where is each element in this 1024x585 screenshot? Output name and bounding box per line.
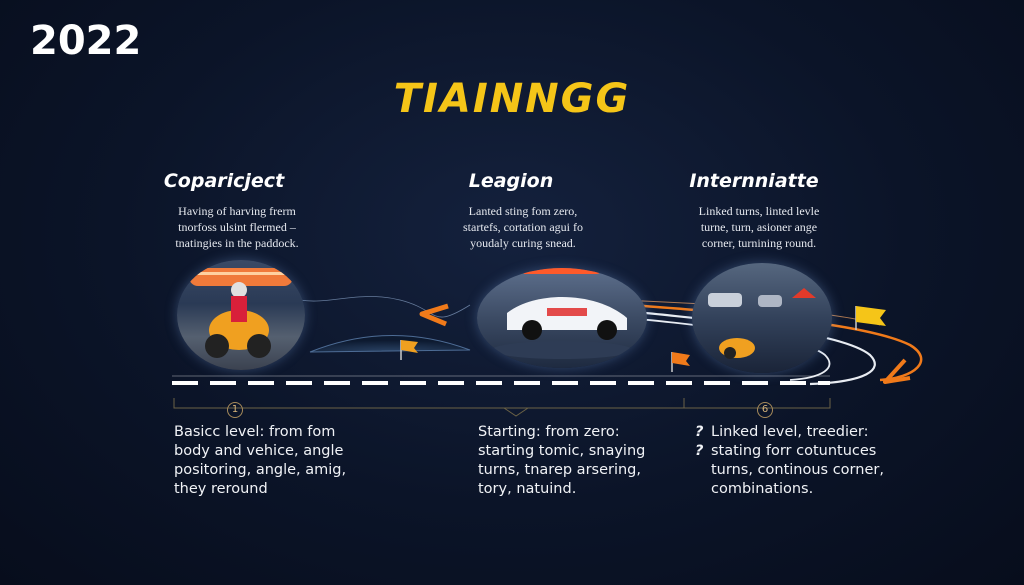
- timeline-bracket-right: [684, 398, 831, 409]
- race-car-icon: [492, 268, 632, 359]
- image-circle-track: [692, 263, 832, 373]
- timeline-marker-1: 1: [227, 402, 243, 418]
- arrow-left-icon: [419, 303, 449, 327]
- column-title-3: Internniatte: [689, 170, 819, 192]
- image-circle-race-car: [477, 268, 647, 368]
- checkered-flag-icon: [400, 340, 418, 360]
- track-curve-icon: [708, 288, 816, 359]
- checkered-flag-icon: [855, 306, 886, 330]
- bracket-notch: [503, 407, 529, 417]
- racing-line-orange: [559, 298, 923, 382]
- image-circle-motorcycle: [177, 260, 305, 370]
- checkered-flag-icon: [671, 352, 690, 372]
- question-mark-icon: ?: [695, 424, 704, 440]
- timeline-bracket: [173, 398, 685, 409]
- bottom-text-3: ?Linked level, treedier: ?stating forr c…: [695, 424, 884, 497]
- column-desc-2: Lanted sting fom zero,startefs, cortatio…: [463, 204, 583, 250]
- timeline-marker-2: 6: [757, 402, 773, 418]
- connector-line-1: [299, 296, 471, 318]
- racing-line-white-1: [559, 303, 876, 386]
- motorcycle-rider-icon: [189, 268, 293, 358]
- column-title-1: Coparicject: [163, 170, 285, 192]
- page-title: TIAINNGG: [393, 76, 631, 122]
- arrow-down-left-icon: [883, 358, 911, 384]
- column-title-2: Leagion: [468, 170, 554, 192]
- bottom-text-2: Starting: from zero:starting tomic, snay…: [478, 424, 646, 497]
- year-label: 2022: [30, 18, 142, 64]
- hill-shape: [309, 335, 471, 353]
- question-mark-icon: ?: [695, 443, 704, 459]
